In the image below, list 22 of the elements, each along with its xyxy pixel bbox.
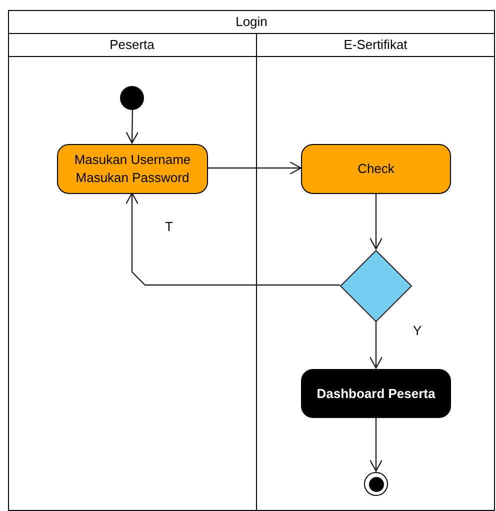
decision-diamond [340,250,412,322]
edge-label: Y [411,324,424,337]
action-box [301,144,451,194]
start-node [120,86,144,110]
arrow [369,193,383,250]
action-box [57,144,208,194]
lane-title: Peserta [110,36,154,54]
swimlane [8,34,257,511]
end-node [364,472,388,496]
action-text: Masukan Username Masukan Password [73,151,192,187]
edge-label: T [163,220,175,233]
action-text: Dashboard Peserta [316,384,436,403]
arrow [369,321,383,369]
action-box [301,369,451,418]
arrow [126,109,139,144]
pool-title: Login [236,13,268,31]
lane-title: E-Sertifikat [344,36,408,54]
pool-frame [8,10,495,511]
arrow [369,417,383,472]
arrow [125,192,340,286]
action-text: Check [358,160,394,178]
arrow [208,161,302,175]
